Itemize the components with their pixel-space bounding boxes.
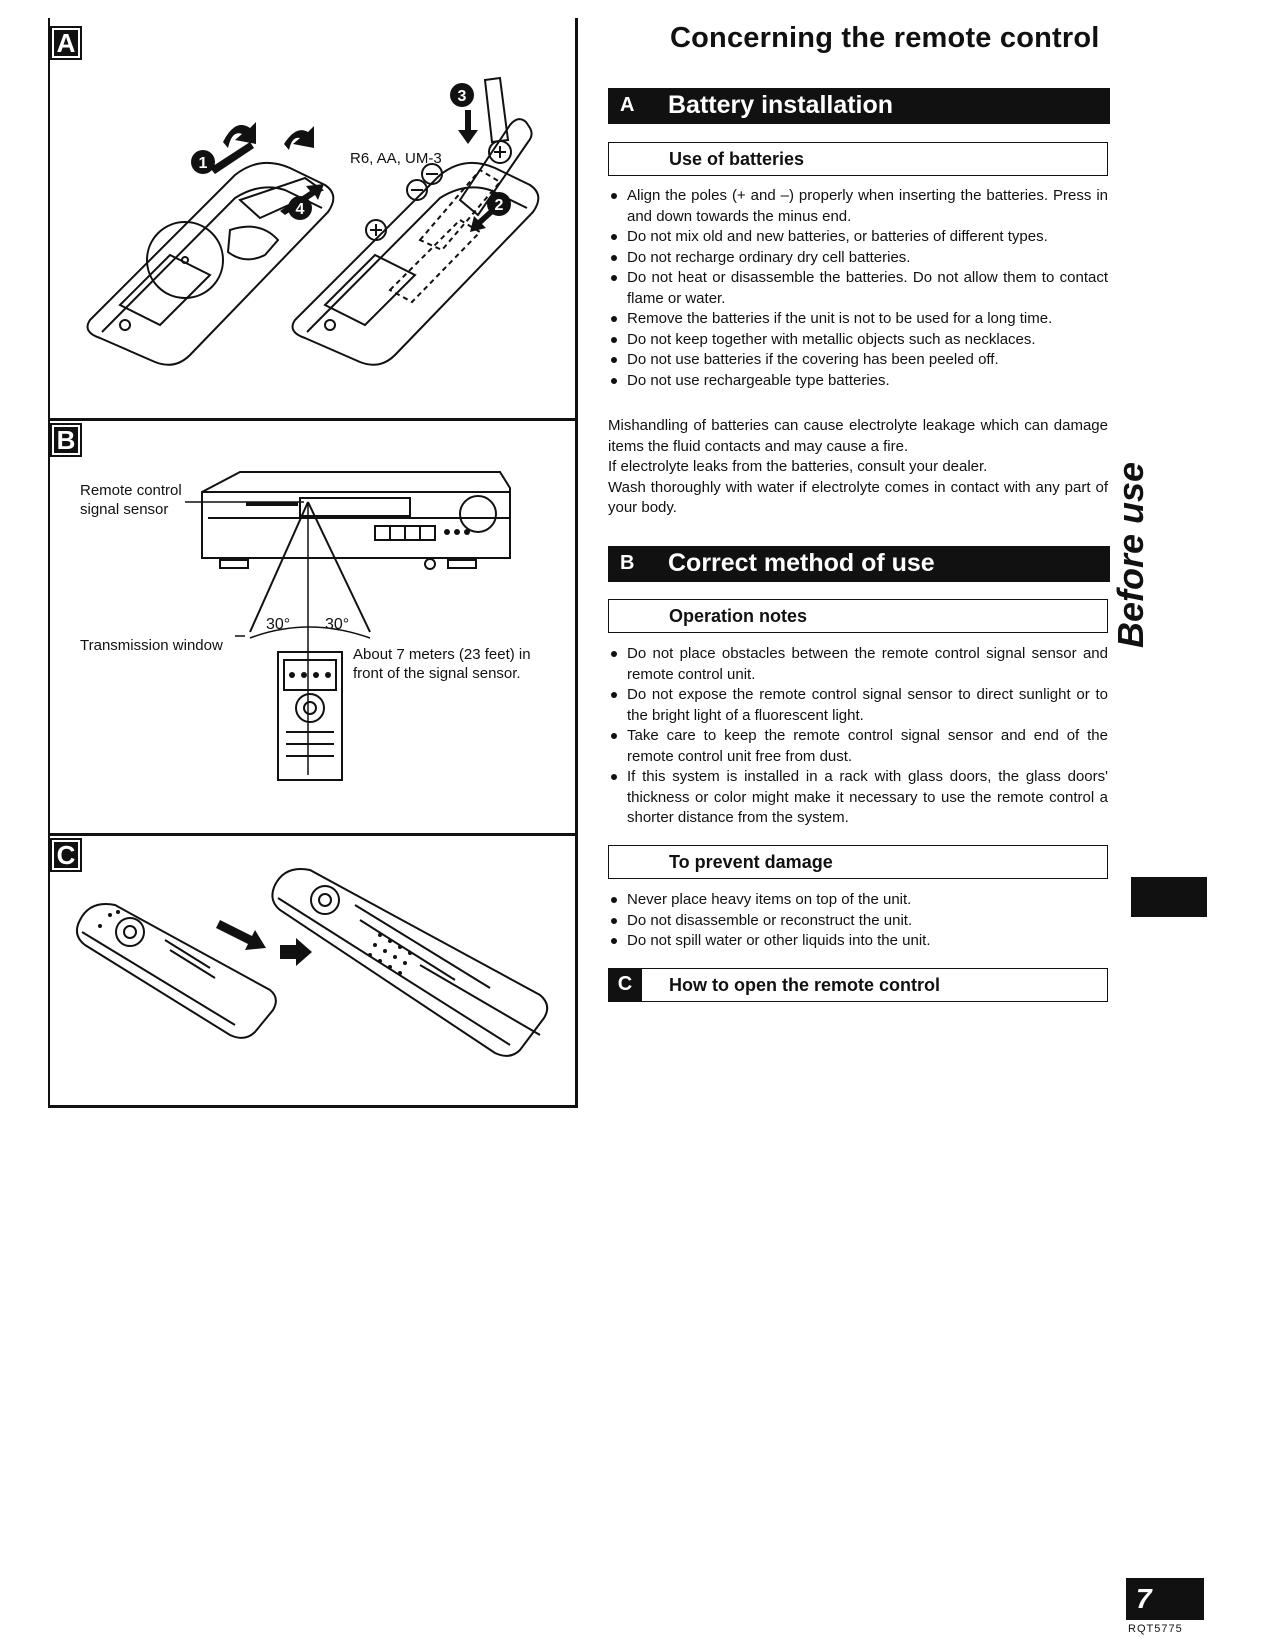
battery-bullet-list: Align the poles (+ and –) properly when … <box>608 186 1108 391</box>
open-remote-box: C How to open the remote control <box>608 968 1108 1002</box>
use-of-batteries-box: Use of batteries <box>608 142 1108 176</box>
angle-right-label: 30° <box>325 616 350 633</box>
list-item: Do not use batteries if the covering has… <box>608 350 1108 371</box>
page-number: 7 <box>1126 1578 1204 1620</box>
operation-notes-box: Operation notes <box>608 599 1108 633</box>
prevent-damage-title: To prevent damage <box>669 852 833 872</box>
warning-line: Wash thoroughly with water if electrolyt… <box>608 478 1108 517</box>
side-tab-label: Before use <box>1110 461 1151 648</box>
section-b-title: Correct method of use <box>668 549 935 577</box>
section-a-title: Battery installation <box>668 91 894 119</box>
list-item: Do not use rechargeable type batteries. <box>608 371 1108 392</box>
section-c-letter: C <box>608 968 642 1002</box>
signal-range-illustration <box>185 471 511 781</box>
prevent-damage-list: Never place heavy items on top of the un… <box>608 890 1108 952</box>
panel-tag-c: C <box>50 838 82 872</box>
page-title: Concerning the remote control <box>670 22 1100 54</box>
section-a-header: A Battery installation <box>608 88 1110 124</box>
list-item: Remove the batteries if the unit is not … <box>608 309 1108 330</box>
use-of-batteries-title: Use of batteries <box>669 149 805 169</box>
sensor-label-line2: signal sensor <box>80 501 169 518</box>
step-4: 4 <box>296 201 305 218</box>
remote-battery-illustration: 1 2 3 4 <box>86 76 540 366</box>
list-item: Do not expose the remote control signal … <box>608 685 1108 726</box>
step-3: 3 <box>458 88 467 105</box>
sensor-label-line1: Remote control <box>80 482 182 499</box>
section-c-title: How to open the remote control <box>669 975 941 995</box>
list-item: Do not keep together with metallic objec… <box>608 330 1108 351</box>
open-remote-illustration <box>75 868 549 1057</box>
section-b-header: B Correct method of use <box>608 546 1110 582</box>
list-item: Do not recharge ordinary dry cell batter… <box>608 248 1108 269</box>
list-item: Align the poles (+ and –) properly when … <box>608 186 1108 227</box>
side-tab-marker <box>1131 877 1207 917</box>
panel-divider-bc <box>48 833 578 836</box>
list-item: Take care to keep the remote control sig… <box>608 726 1108 767</box>
panel-tag-b: B <box>50 423 82 457</box>
angle-left-label: 30° <box>266 616 291 633</box>
prevent-damage-box: To prevent damage <box>608 845 1108 879</box>
list-item: Do not disassemble or reconstruct the un… <box>608 911 1108 932</box>
document-code: RQT5775 <box>1128 1623 1183 1635</box>
section-b-letter: B <box>620 552 635 574</box>
distance-label: About 7 meters (23 feet) in front of the… <box>353 646 531 682</box>
list-item: Do not heat or disassemble the batteries… <box>608 268 1108 309</box>
section-a-letter: A <box>620 94 635 116</box>
list-item: Never place heavy items on top of the un… <box>608 890 1108 911</box>
list-item: Do not mix old and new batteries, or bat… <box>608 227 1108 248</box>
warning-line: Mishandling of batteries can cause elect… <box>608 417 1108 455</box>
operation-notes-list: Do not place obstacles between the remot… <box>608 644 1108 829</box>
panel-tag-a: A <box>50 26 82 60</box>
list-item: Do not spill water or other liquids into… <box>608 931 1108 952</box>
step-2: 2 <box>495 197 504 214</box>
figure-frame <box>48 18 578 1108</box>
battery-type-label: R6, AA, UM-3 <box>350 150 442 167</box>
list-item: If this system is installed in a rack wi… <box>608 767 1108 829</box>
panel-divider-ab <box>48 418 578 421</box>
list-item: Do not place obstacles between the remot… <box>608 644 1108 685</box>
operation-notes-title: Operation notes <box>669 606 808 626</box>
battery-warning-paragraph: Mishandling of batteries can cause elect… <box>608 416 1108 519</box>
step-1: 1 <box>199 155 208 172</box>
transmission-window-label: Transmission window <box>80 637 223 654</box>
warning-line: If electrolyte leaks from the batteries,… <box>608 458 988 475</box>
